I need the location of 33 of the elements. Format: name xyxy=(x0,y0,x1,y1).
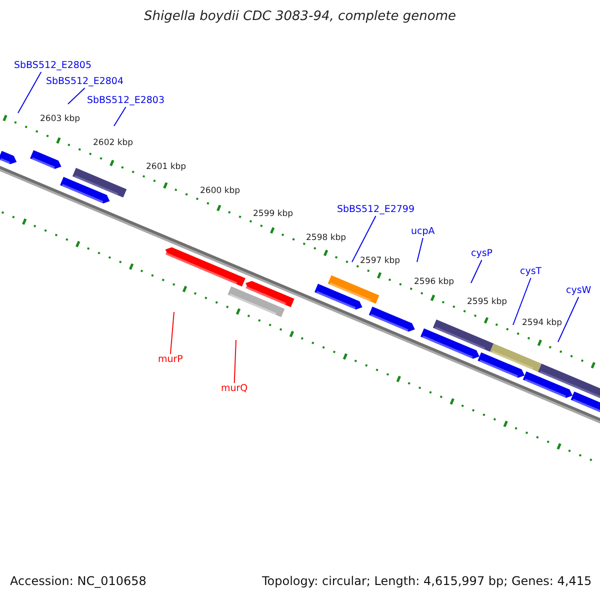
tick-label: 2597 kbp xyxy=(360,257,400,267)
tick-label: 2596 kbp xyxy=(414,278,454,288)
tick-label: 2602 kbp xyxy=(93,139,134,149)
leader-line xyxy=(558,296,580,342)
leader-line xyxy=(114,106,126,126)
leader-line xyxy=(68,88,86,104)
gene-label: cysP xyxy=(471,248,493,260)
tick-label: 2601 kbp xyxy=(146,163,186,173)
footer-text: Topology: circular; Length: 4,615,997 bp; Genes: 4,415 xyxy=(262,575,592,589)
gene-label: murP xyxy=(158,354,183,366)
leader-line xyxy=(470,260,482,284)
gene-label: cysT xyxy=(520,266,542,278)
footer-text: Accession: NC_010658 xyxy=(10,575,146,589)
gene-label: ucpA xyxy=(411,226,435,238)
tick-label: 2599 kbp xyxy=(253,210,294,220)
leader-line xyxy=(352,216,376,262)
gene-label: cysW xyxy=(566,285,592,297)
gene-label: SbBS512_E2804 xyxy=(46,76,124,88)
gene-label: murQ xyxy=(221,383,248,395)
leader-line xyxy=(170,312,174,354)
tick-label: 2603 kbp xyxy=(40,115,80,125)
title: Shigella boydii CDC 3083-94, complete genome xyxy=(142,10,458,25)
leader-line xyxy=(416,238,424,262)
leader-line xyxy=(234,340,236,384)
gene-label: SbBS512_E2799 xyxy=(337,204,415,216)
tick-label: 2600 kbp xyxy=(200,187,240,197)
gene-label: SbBS512_E2805 xyxy=(14,60,92,72)
leader-line xyxy=(18,72,42,114)
leader-line xyxy=(512,278,532,326)
tick-label: 2595 kbp xyxy=(467,298,508,308)
gene-label: SbBS512_E2803 xyxy=(87,95,165,107)
tick-label: 2598 kbp xyxy=(306,234,346,244)
tick-label: 2594 kbp xyxy=(522,319,562,329)
